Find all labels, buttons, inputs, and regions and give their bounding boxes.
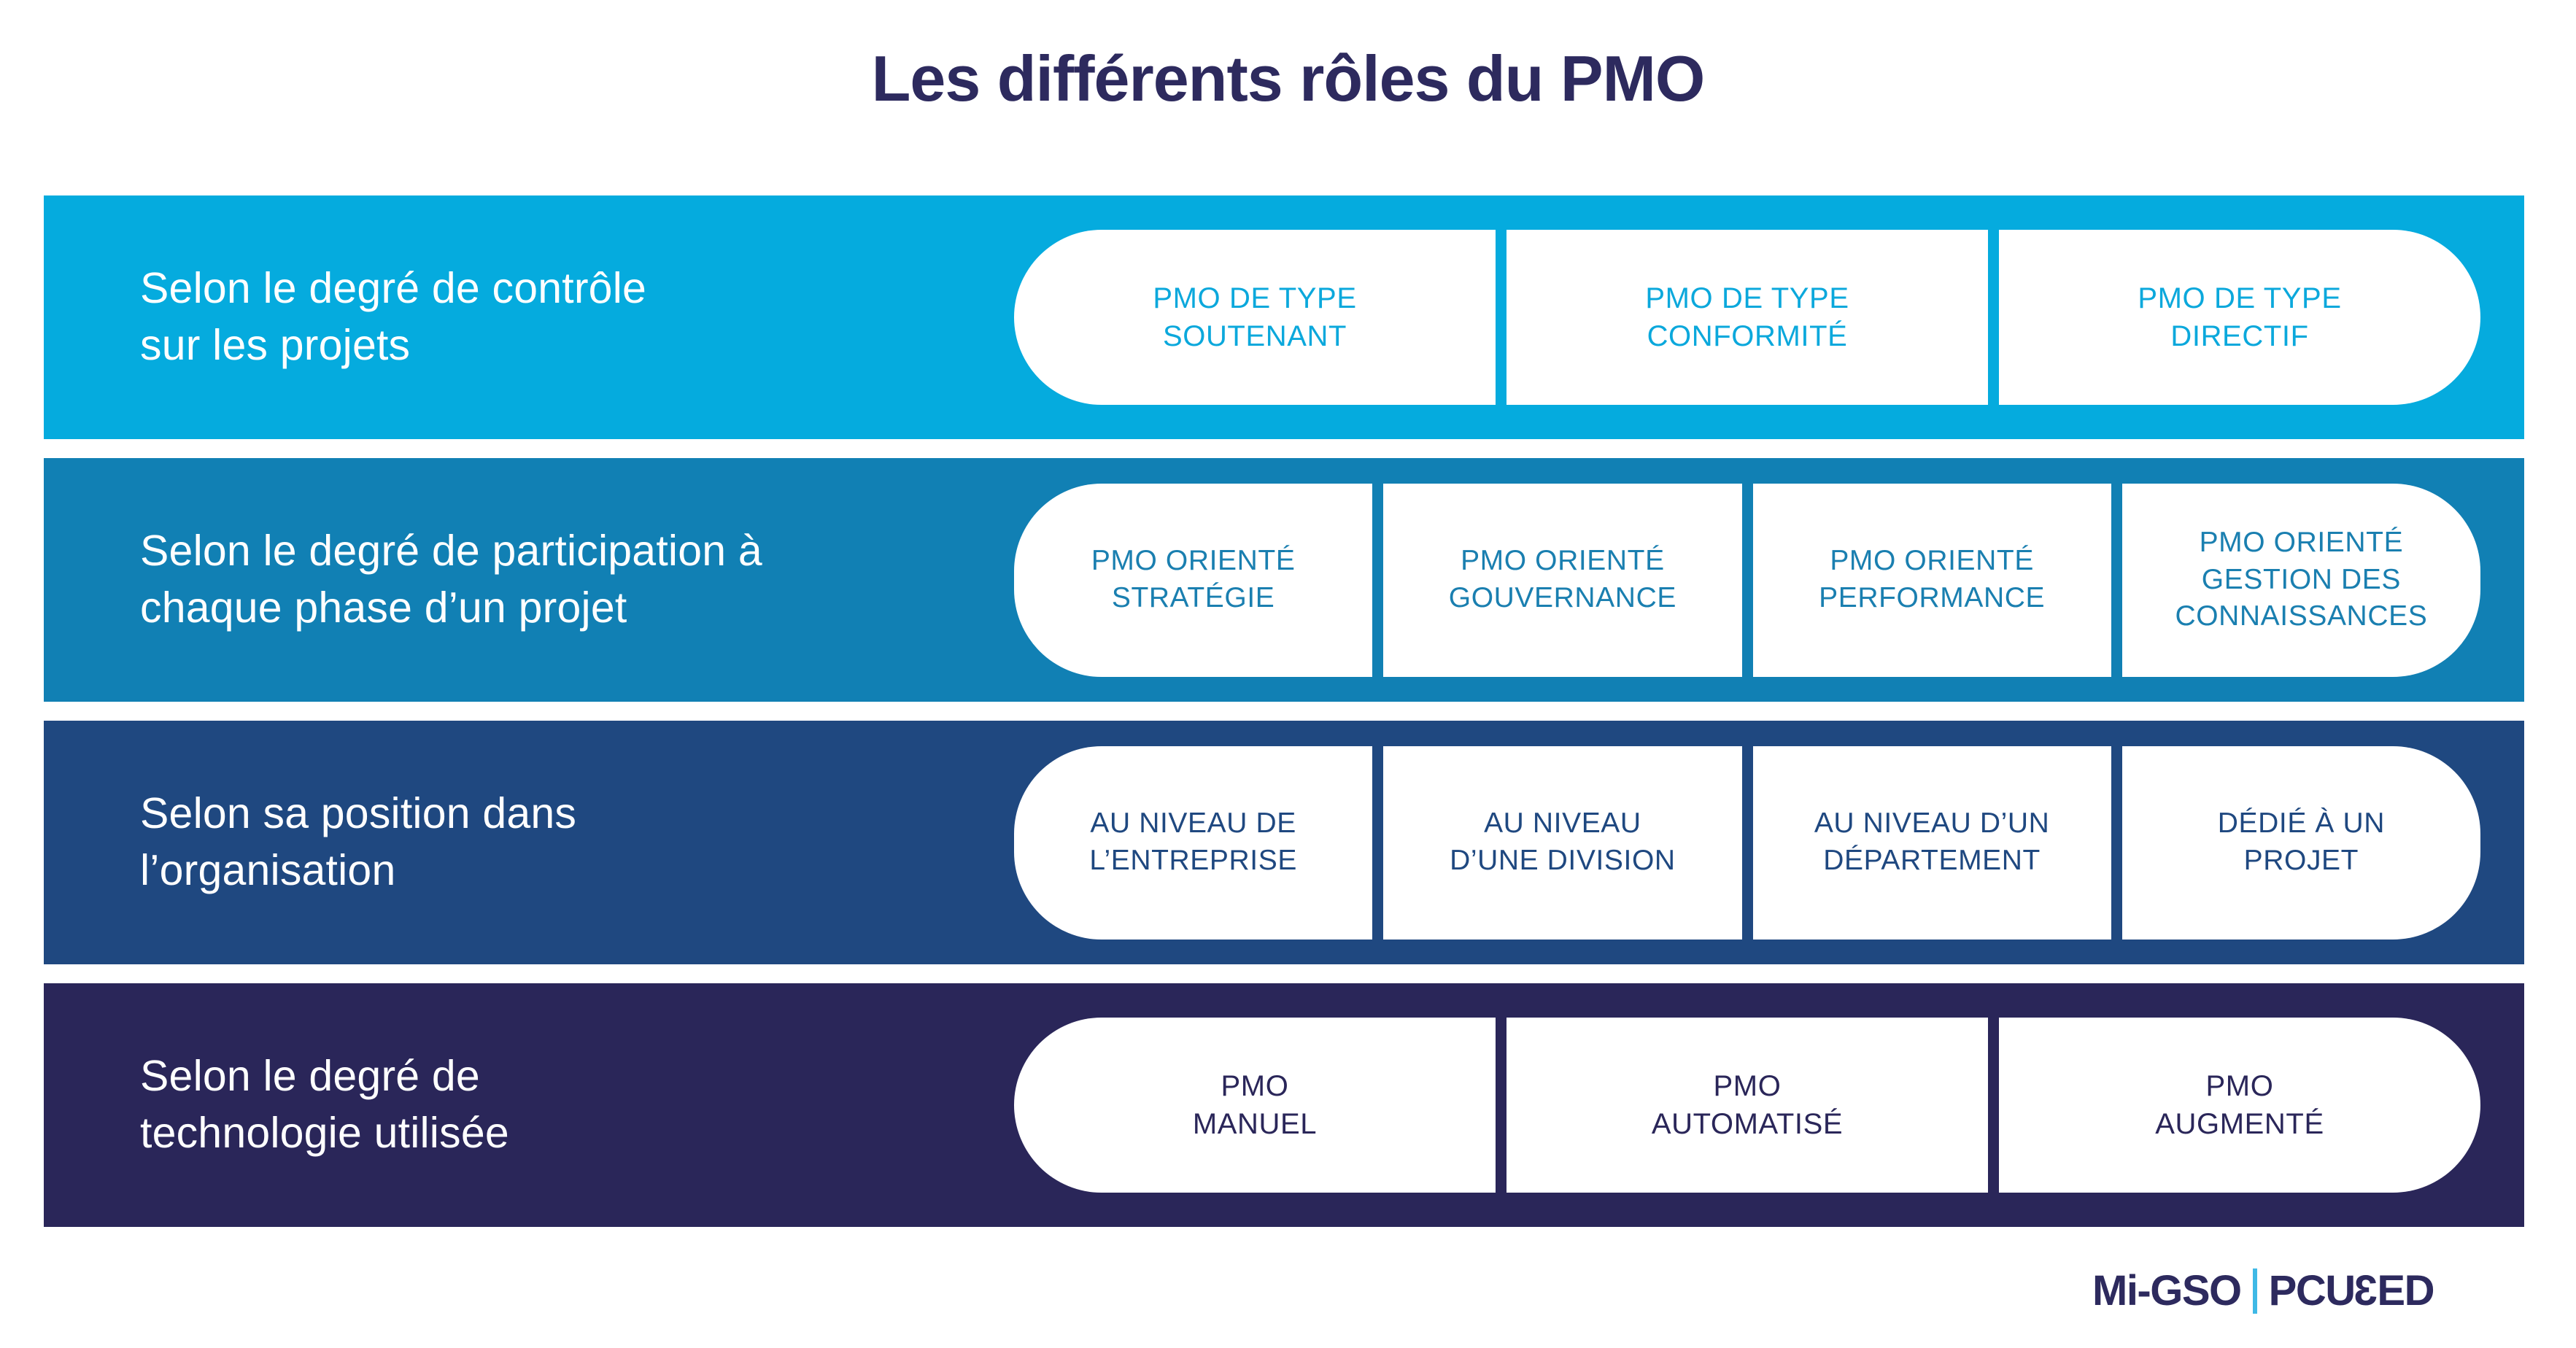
pill-2-4-line-3: CONNAISSANCES (2175, 600, 2428, 632)
pill-2-1-line-2: STRATÉGIE (1111, 582, 1275, 613)
pill-1-3-line-1: PMO DE TYPE (2138, 282, 2342, 314)
pill-1-1-line-1: PMO DE TYPE (1153, 282, 1357, 314)
pill-group-4: PMO MANUEL PMO AUTOMATISÉ PMO AUGMENTÉ (1014, 1018, 2480, 1193)
pill-1-1[interactable]: PMO DE TYPE SOUTENANT (1014, 230, 1496, 405)
band-row-2: Selon le degré de participation à chaque… (44, 458, 2524, 702)
pill-4-2-line-1: PMO (1713, 1070, 1782, 1102)
pill-2-2-line-2: GOUVERNANCE (1448, 582, 1676, 613)
pill-1-3[interactable]: PMO DE TYPE DIRECTIF (1999, 230, 2480, 405)
band-label-3-line-2: l’organisation (140, 846, 396, 894)
band-list: Selon le degré de contrôle sur les proje… (44, 195, 2524, 1227)
pill-3-4-line-2: PROJET (2243, 845, 2359, 876)
pill-3-3-line-2: DÉPARTEMENT (1823, 845, 2041, 876)
logo-pcubed-suffix: ED (2377, 1267, 2434, 1314)
pill-4-3[interactable]: PMO AUGMENTÉ (1999, 1018, 2480, 1193)
pill-2-1-line-1: PMO ORIENTÉ (1091, 545, 1296, 577)
pill-2-2[interactable]: PMO ORIENTÉ GOUVERNANCE (1383, 483, 1742, 677)
pill-1-2[interactable]: PMO DE TYPE CONFORMITÉ (1506, 230, 1988, 405)
page-title: Les différents rôles du PMO (871, 42, 1706, 115)
pill-4-1-line-2: MANUEL (1192, 1108, 1318, 1140)
pill-4-3-line-1: PMO (2205, 1070, 2274, 1102)
pill-2-1[interactable]: PMO ORIENTÉ STRATÉGIE (1014, 483, 1373, 677)
pill-3-2-line-1: AU NIVEAU (1484, 807, 1641, 840)
logo-pcubed-reversed-three: 3 (2354, 1267, 2378, 1314)
pill-2-4-line-1: PMO ORIENTÉ (2199, 526, 2404, 558)
pill-4-1-line-1: PMO (1221, 1070, 1289, 1102)
band-label-2: Selon le degré de participation à chaque… (44, 523, 1014, 637)
pill-3-4[interactable]: DÉDIÉ À UN PROJET (2121, 745, 2480, 940)
pill-1-2-line-1: PMO DE TYPE (1645, 282, 1849, 314)
band-label-4-line-1: Selon le degré de (140, 1052, 480, 1101)
band-label-3: Selon sa position dans l’organisation (44, 786, 1014, 899)
pill-4-2[interactable]: PMO AUTOMATISÉ (1506, 1018, 1988, 1193)
pill-group-3: AU NIVEAU DE L’ENTREPRISE AU NIVEAU D’UN… (1014, 745, 2480, 940)
pill-3-2[interactable]: AU NIVEAU D’UNE DIVISION (1383, 745, 1742, 940)
band-label-1: Selon le degré de contrôle sur les proje… (44, 260, 1014, 374)
pill-2-4[interactable]: PMO ORIENTÉ GESTION DES CONNAISSANCES (2121, 483, 2480, 677)
logo-divider-icon (2252, 1268, 2257, 1314)
band-label-1-line-2: sur les projets (140, 321, 411, 369)
pill-2-3-line-2: PERFORMANCE (1819, 582, 2046, 613)
pill-1-2-line-2: CONFORMITÉ (1647, 320, 1848, 352)
band-label-1-line-1: Selon le degré de contrôle (140, 264, 647, 313)
logo-migso-text: Mi-GSO (2092, 1267, 2242, 1314)
pill-2-4-line-2: GESTION DES (2201, 563, 2401, 595)
band-label-2-line-1: Selon le degré de participation à (140, 527, 762, 576)
band-label-3-line-1: Selon sa position dans (140, 789, 577, 838)
band-label-4: Selon le degré de technologie utilisée (44, 1048, 1014, 1162)
pill-group-2: PMO ORIENTÉ STRATÉGIE PMO ORIENTÉ GOUVER… (1014, 483, 2480, 677)
band-label-2-line-2: chaque phase d’un projet (140, 584, 627, 632)
pill-1-1-line-2: SOUTENANT (1162, 320, 1347, 352)
pill-4-1[interactable]: PMO MANUEL (1014, 1018, 1496, 1193)
pill-2-3[interactable]: PMO ORIENTÉ PERFORMANCE (1752, 483, 2111, 677)
pill-2-2-line-1: PMO ORIENTÉ (1461, 545, 1665, 577)
pill-2-3-line-1: PMO ORIENTÉ (1830, 545, 2034, 577)
logo-pcubed-prefix: PCU (2268, 1267, 2356, 1314)
pill-3-1[interactable]: AU NIVEAU DE L’ENTREPRISE (1014, 745, 1373, 940)
band-row-1: Selon le degré de contrôle sur les proje… (44, 195, 2524, 439)
pill-3-3[interactable]: AU NIVEAU D’UN DÉPARTEMENT (1752, 745, 2111, 940)
pill-group-1: PMO DE TYPE SOUTENANT PMO DE TYPE CONFOR… (1014, 230, 2480, 405)
pill-3-1-line-2: L’ENTREPRISE (1089, 845, 1297, 876)
band-row-4: Selon le degré de technologie utilisée P… (44, 983, 2524, 1227)
pill-1-3-line-2: DIRECTIF (2170, 320, 2309, 352)
band-label-4-line-2: technologie utilisée (140, 1109, 509, 1157)
band-row-3: Selon sa position dans l’organisation AU… (44, 721, 2524, 964)
pill-3-3-line-1: AU NIVEAU D’UN (1814, 807, 2050, 840)
pill-3-1-line-1: AU NIVEAU DE (1090, 807, 1296, 840)
pill-4-3-line-2: AUGMENTÉ (2155, 1108, 2324, 1140)
pill-3-4-line-1: DÉDIÉ À UN (2217, 807, 2385, 840)
pill-4-2-line-2: AUTOMATISÉ (1651, 1108, 1844, 1140)
pill-3-2-line-2: D’UNE DIVISION (1450, 845, 1676, 876)
